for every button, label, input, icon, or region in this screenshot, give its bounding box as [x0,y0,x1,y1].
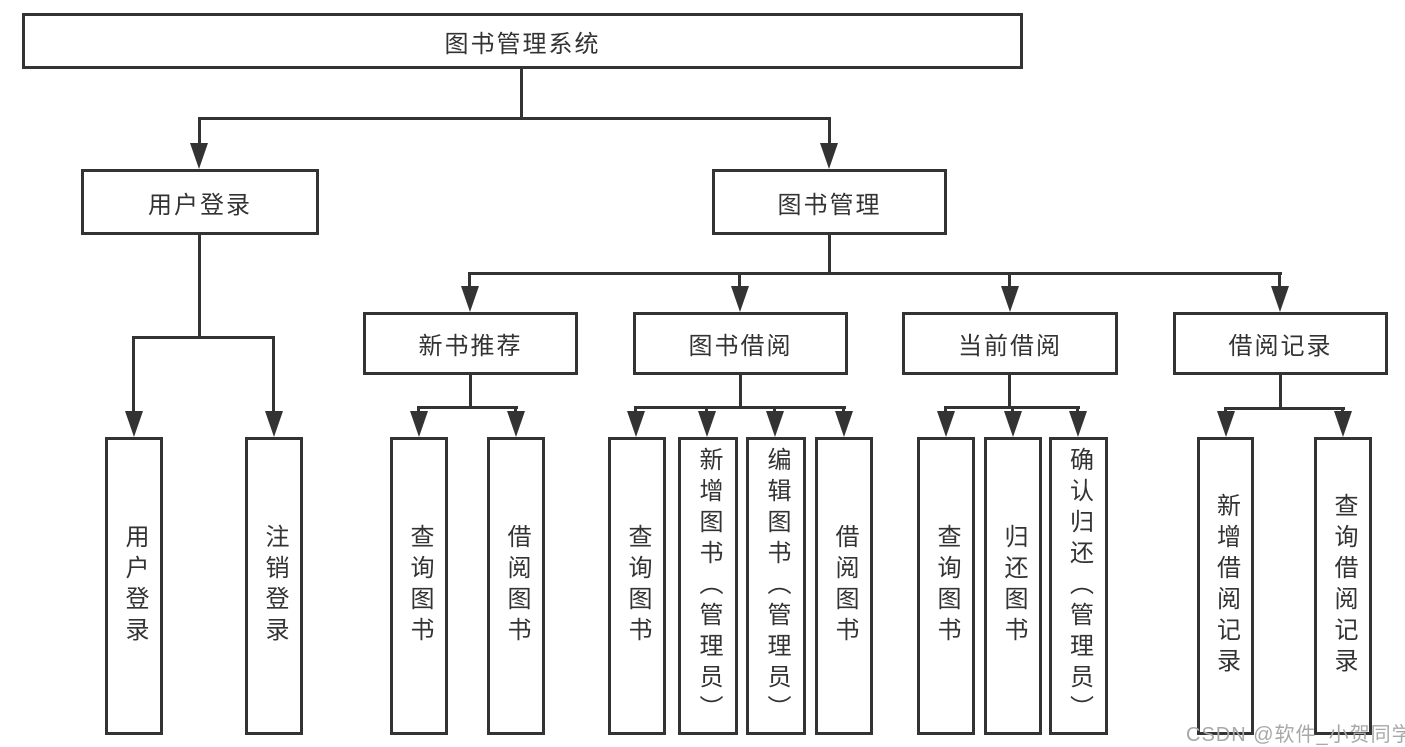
leaf-recommend-borrow-books-label: 借阅图书 [503,524,530,648]
arrow-to-rec-query [410,411,428,437]
leaf-return-books: 归还图书 [984,437,1042,735]
connector-drop-bb-query [634,406,637,414]
connector-drop-bb-add [705,406,708,414]
connector-drop-user-login [198,117,201,147]
connector-userlogin-bracket [132,336,275,339]
leaf-borrowing-borrow-books: 借阅图书 [815,437,873,735]
connector-drop-new-book [468,272,471,290]
connector-borrowing-vline [739,375,742,406]
node-new-book-recommend-label: 新书推荐 [418,333,523,360]
arrow-to-cb-query [937,411,955,437]
arrow-to-leaf-user-login [125,411,143,437]
arrow-to-leaf-logout [265,411,283,437]
leaf-confirm-return-admin-label: 确认归还（管理员） [1065,446,1093,726]
arrow-to-book-borrow [731,286,749,312]
leaf-add-borrow-record: 新增借阅记录 [1197,437,1254,735]
arrow-to-borrow-records [1271,286,1289,312]
connector-drop-br-query [1341,407,1344,413]
arrow-to-bb-add [698,411,716,437]
arrow-to-bb-edit [766,411,784,437]
node-borrowing-records-label: 借阅记录 [1228,333,1333,360]
leaf-borrowing-query-books: 查询图书 [608,437,666,735]
connector-drop-book-mgmt [828,117,831,147]
connector-drop-bb-borrow [842,406,845,414]
connector-borrowing-bracket [634,406,846,409]
connector-records-bracket [1224,407,1345,410]
connector-recommend-vline [469,375,472,406]
leaf-borrowing-query-books-label: 查询图书 [624,524,651,648]
leaf-recommend-query-books: 查询图书 [390,437,448,735]
node-new-book-recommend: 新书推荐 [363,312,578,375]
connector-userlogin-vline [198,235,201,336]
connector-bookmgmt-bracket [468,272,1282,275]
connector-drop-book-borrow [738,272,741,290]
arrow-to-br-add [1217,411,1235,437]
leaf-confirm-return-admin: 确认归还（管理员） [1049,437,1108,735]
connector-drop-cb-query [944,406,947,414]
leaf-current-query-books: 查询图书 [917,437,975,735]
leaf-logout-login: 注销登录 [245,437,303,735]
arrow-to-cb-return [1004,411,1022,437]
node-user-login-branch: 用户登录 [81,169,319,235]
connector-recommend-bracket [417,406,518,409]
leaf-user-login: 用户登录 [105,437,163,735]
leaf-add-books-admin-label: 新增图书（管理员） [695,446,722,726]
connector-drop-leaf-user-login [132,336,135,415]
arrow-to-br-query [1334,411,1352,437]
arrow-to-bb-borrow [835,411,853,437]
node-current-borrowing-label: 当前借阅 [958,333,1062,360]
node-book-management-branch: 图书管理 [712,169,947,235]
leaf-query-borrow-record-label: 查询借阅记录 [1330,493,1357,679]
connector-drop-cb-confirm [1076,406,1079,414]
leaf-return-books-label: 归还图书 [1000,524,1027,648]
leaf-recommend-borrow-books: 借阅图书 [487,437,545,735]
connector-drop-rec-query [417,406,420,414]
node-book-borrowing-label: 图书借阅 [688,333,793,360]
leaf-recommend-query-books-label: 查询图书 [406,524,433,648]
connector-drop-leaf-logout [272,336,275,415]
arrow-to-cb-confirm [1069,411,1087,437]
node-borrowing-records: 借阅记录 [1173,312,1388,375]
connector-drop-br-add [1224,407,1227,413]
leaf-query-borrow-record: 查询借阅记录 [1314,437,1372,735]
connector-root-bracket [198,117,831,120]
leaf-add-borrow-record-label: 新增借阅记录 [1212,493,1240,679]
arrow-to-new-book [461,286,479,312]
node-user-login-label: 用户登录 [148,191,252,219]
csdn-watermark: CSDN @软件_小贺同学 [1186,724,1405,746]
arrow-to-bb-query [627,411,645,437]
arrow-to-current-borrow [1001,286,1019,312]
node-root-label: 图书管理系统 [444,30,601,58]
node-current-borrowing: 当前借阅 [902,312,1118,375]
connector-drop-borrow-records [1278,272,1281,290]
connector-current-vline [1008,375,1011,406]
leaf-current-query-books-label: 查询图书 [933,524,960,648]
leaf-user-login-label: 用户登录 [121,524,148,648]
arrow-to-user-login [190,143,208,169]
connector-records-vline [1279,375,1282,407]
connector-drop-current-borrow [1008,272,1011,290]
node-root-library-system: 图书管理系统 [22,13,1023,69]
node-book-borrowing: 图书借阅 [633,312,848,375]
leaf-edit-books-admin: 编辑图书（管理员） [746,437,806,735]
node-book-management-label: 图书管理 [777,191,882,219]
connector-root-vline [520,69,523,117]
connector-drop-cb-return [1011,406,1014,414]
leaf-borrowing-borrow-books-label: 借阅图书 [831,524,858,648]
connector-drop-bb-edit [773,406,776,414]
arrow-to-rec-borrow [507,411,525,437]
arrow-to-book-mgmt [820,143,838,169]
connector-bookmgmt-vline [828,235,831,272]
leaf-edit-books-admin-label: 编辑图书（管理员） [763,446,790,726]
leaf-add-books-admin: 新增图书（管理员） [678,437,738,735]
connector-drop-rec-borrow [514,406,517,414]
leaf-logout-login-label: 注销登录 [261,524,288,648]
